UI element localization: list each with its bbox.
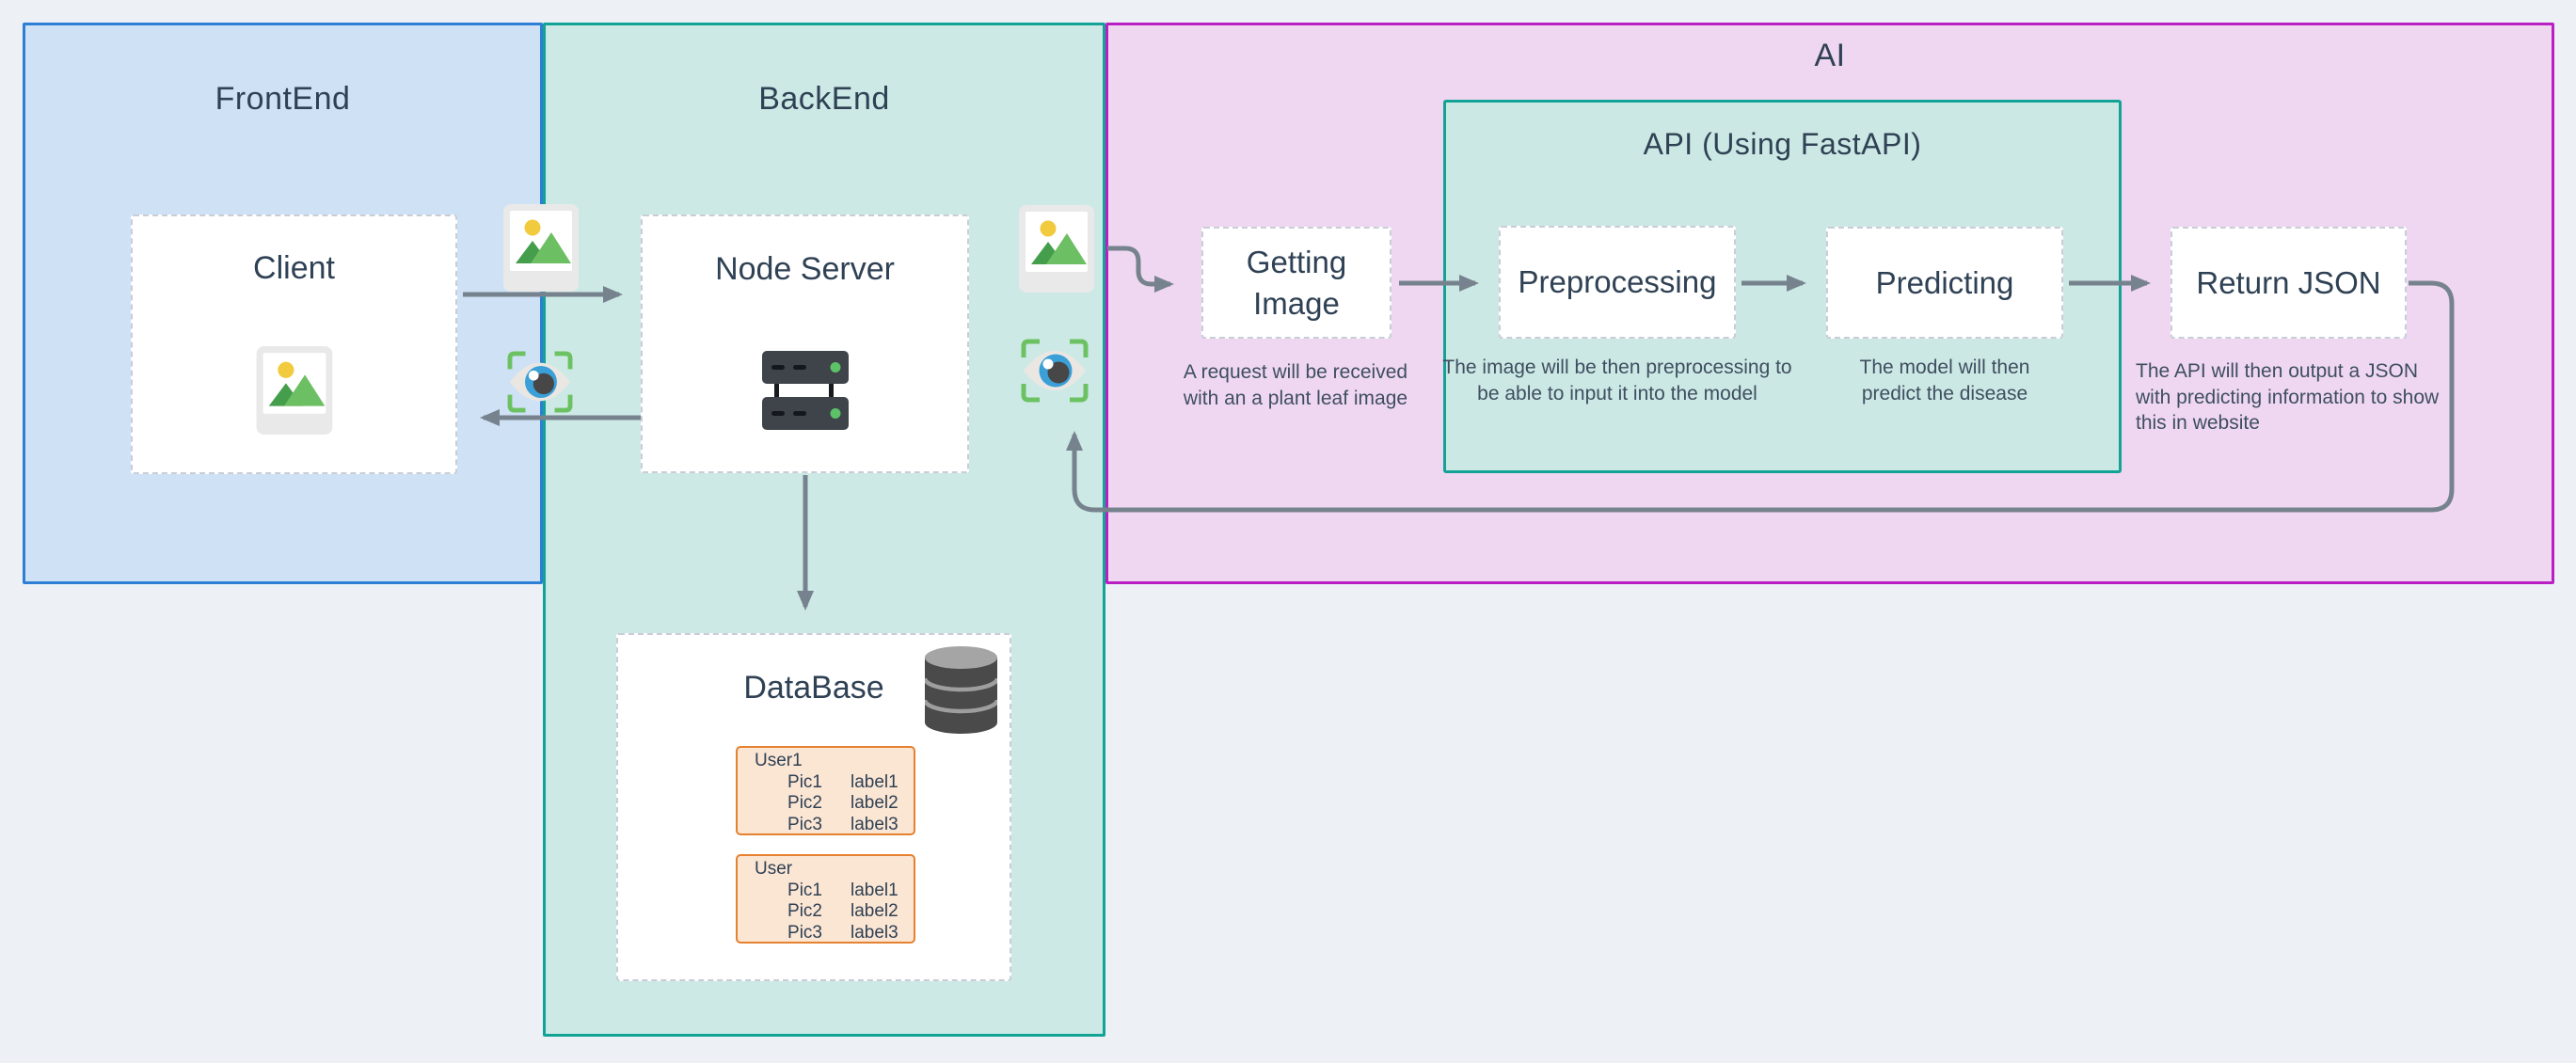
table-row: Pic1 label1 (787, 771, 898, 792)
predicting-label: Predicting (1875, 264, 2014, 300)
api-title: API (Using FastAPI) (1643, 127, 1922, 161)
return-json-node: Return JSON (2171, 227, 2407, 339)
ai-title: AI (1814, 38, 1846, 73)
image-icon (503, 204, 579, 292)
preprocessing-caption: The image will be then preprocessing to … (1442, 357, 1792, 405)
table-row: Pic3 label3 (787, 922, 898, 943)
database-cylinder-icon (925, 646, 997, 734)
user-table: User Pic1 label1 Pic2 label2 Pic3 label3 (736, 854, 915, 944)
eye-scan-icon (1021, 339, 1089, 403)
getting-image-node: Getting Image (1201, 227, 1391, 339)
client-label: Client (253, 250, 335, 286)
arrow-backend-to-getting-image (1107, 246, 1174, 293)
image-icon (256, 346, 333, 435)
frontend-title: FrontEnd (215, 81, 351, 117)
eye-scan-icon (507, 351, 573, 413)
server-icon (762, 351, 849, 430)
table-name: User1 (755, 751, 803, 770)
table-row: Pic1 label1 (787, 880, 898, 900)
node-server-label: Node Server (715, 251, 895, 287)
getting-image-caption: A request will be received with an a pla… (1183, 361, 1408, 409)
table-name: User (755, 859, 793, 879)
preprocessing-node: Preprocessing (1499, 226, 1736, 339)
database-label: DataBase (743, 670, 884, 706)
node-server-node (641, 214, 969, 473)
preprocessing-label: Preprocessing (1518, 264, 1717, 299)
return-json-caption: The API will then output a JSON with pre… (2136, 360, 2440, 434)
return-json-label: Return JSON (2196, 264, 2381, 300)
arrow-return-json-to-backend (1066, 280, 2455, 513)
getting-image-label: Getting Image (1246, 244, 1347, 321)
table-row: Pic3 label3 (787, 814, 898, 834)
table-row: Pic2 label2 (787, 901, 898, 921)
predicting-node: Predicting (1826, 227, 2063, 339)
image-icon (1019, 205, 1094, 293)
backend-title: BackEnd (758, 81, 890, 117)
user1-table: User1 Pic1 label1 Pic2 label2 Pic3 label… (736, 746, 915, 835)
table-row: Pic2 label2 (787, 793, 898, 813)
predicting-caption: The model will then predict the disease (1859, 357, 2030, 405)
